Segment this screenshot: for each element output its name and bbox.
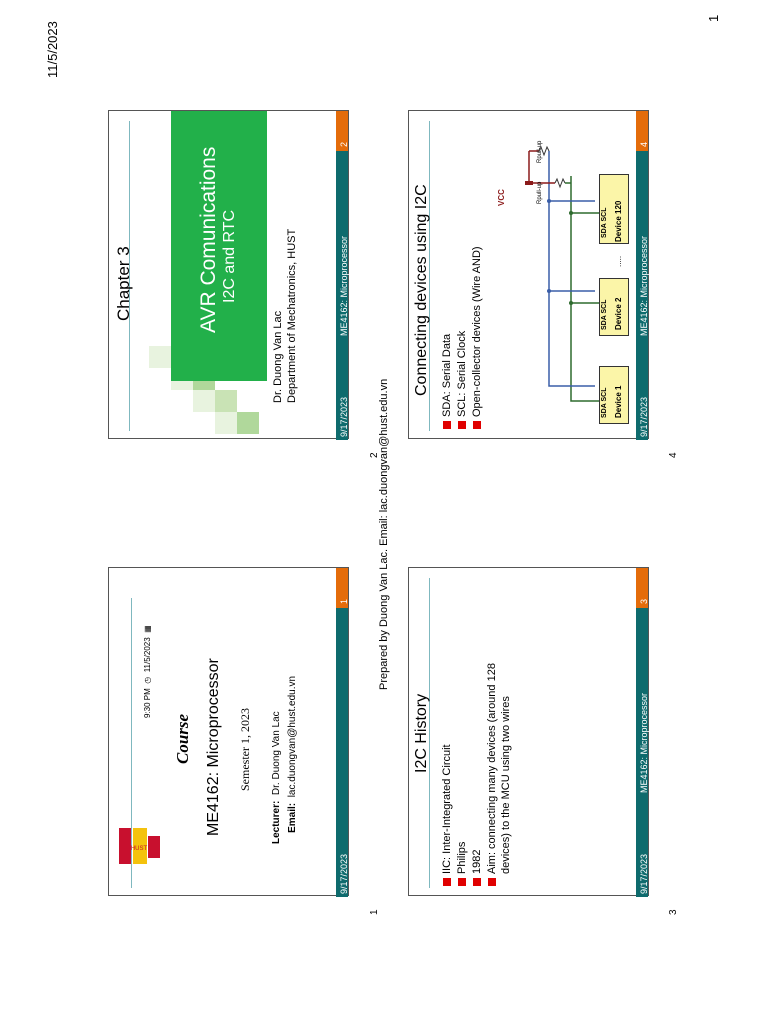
footer-course: ME4162: Microprocessor — [639, 235, 649, 336]
bullet-icon — [458, 421, 467, 429]
svg-text:HUST: HUST — [131, 846, 148, 852]
footer-number: 4 — [639, 141, 649, 147]
course-label: Course — [173, 713, 192, 764]
bullet-item: 1982 — [471, 850, 483, 886]
slide-3: I2C History IIC: Inter-Integrated Circui… — [408, 567, 649, 897]
semester: Semester 1, 2023 — [238, 708, 252, 791]
bullet-icon — [443, 878, 452, 886]
rpullup-label-2: Rpull-up — [537, 181, 543, 204]
bullet-item: SDA: Serial Data — [441, 334, 453, 429]
slide-rule — [429, 121, 430, 431]
bullet-icon — [473, 878, 482, 886]
device-box — [599, 174, 629, 244]
bullet-item: IIC: Inter-Integrated Circuit — [441, 744, 453, 886]
slide-rule — [129, 121, 130, 431]
footer-date: 9/17/2023 — [639, 853, 649, 894]
slide-heading: Connecting devices using I2C — [413, 184, 430, 396]
time-text: 9:30 PM — [143, 688, 152, 718]
i2c-bus-diagram — [525, 145, 609, 402]
footer-course: ME4162: Microprocessor — [639, 692, 649, 793]
decor-square — [237, 412, 259, 434]
author: Dr. Duong Van Lac — [272, 310, 284, 403]
university-logo: HUST — [117, 826, 163, 866]
timestamp: 9:30 PM ◷ 11/5/2023 ▦ — [143, 625, 152, 718]
slide-footer-accent — [336, 568, 348, 608]
decor-square — [215, 390, 237, 412]
date-stamp-text: 11/5/2023 — [143, 637, 152, 673]
slide-footer-bar — [336, 151, 348, 440]
slide-rule — [131, 598, 132, 888]
device-box — [599, 366, 629, 424]
bullet-continuation: devices) to the MCU using two wires — [500, 696, 512, 874]
decor-square — [193, 390, 215, 412]
device-pins: SDA SCL — [601, 299, 608, 330]
decor-square — [215, 412, 237, 434]
title-main: AVR Comunications — [197, 146, 220, 333]
slide-heading: I2C History — [413, 693, 430, 773]
bullet-icon — [488, 878, 497, 886]
title-banner — [171, 111, 267, 381]
course-title: ME4162: Microprocessor — [205, 658, 222, 836]
lecturer-line: Lecturer: Dr. Duong Van Lac — [271, 711, 282, 844]
outside-number-1: 1 — [369, 909, 380, 915]
chapter-title: Chapter 3 — [114, 246, 133, 321]
scl-wire — [548, 151, 595, 387]
calendar-icon: ▦ — [143, 625, 152, 636]
slide-footer-accent — [636, 568, 648, 608]
footer-number: 3 — [639, 598, 649, 604]
vcc-label: VCC — [497, 189, 506, 206]
slide-footer-accent — [336, 111, 348, 151]
outside-number-3: 3 — [668, 909, 679, 915]
device-pins: SDA SCL — [601, 207, 608, 238]
bullet-icon — [443, 421, 452, 429]
bullet-item: Open-collector devices (Wire AND) — [471, 246, 483, 429]
slide-1: HUST 9:30 PM ◷ 11/5/2023 ▦ Course ME4162… — [108, 567, 349, 897]
device-ellipsis: ..... — [614, 255, 623, 267]
rpullup-label-1: Rpull-up — [537, 140, 543, 163]
device-pins: SDA SCL — [601, 387, 608, 418]
lecturer-label: Lecturer: — [271, 800, 282, 844]
bullet-icon — [458, 878, 467, 886]
bullet-item: SCL: Serial Clock — [456, 331, 468, 429]
outside-number-2: 2 — [369, 452, 380, 458]
footer-number: 1 — [339, 598, 349, 604]
email-value: lac.duongvan@hust.edu.vn — [287, 675, 298, 798]
device-name: Device 1 — [614, 385, 623, 418]
clock-icon: ◷ — [143, 674, 152, 686]
outside-number-4: 4 — [668, 452, 679, 458]
footer-date: 9/17/2023 — [639, 396, 649, 437]
slide-footer-bar — [336, 608, 348, 897]
department: Department of Mechatronics, HUST — [286, 228, 298, 403]
bullet-item: Philips — [456, 842, 468, 886]
footer-date: 9/17/2023 — [339, 396, 349, 437]
footer-number: 2 — [339, 141, 349, 147]
title-sub: I2C and RTC — [221, 209, 238, 303]
slide-footer-bar — [636, 608, 648, 897]
email-label: Email: — [287, 802, 298, 833]
footer-date: 9/17/2023 — [339, 853, 349, 894]
device-name: Device 2 — [614, 297, 623, 330]
decor-square — [149, 346, 171, 368]
slide-2: Chapter 3 AVR Comunications I2C and RTC … — [108, 110, 349, 440]
footer-course: ME4162: Microprocessor — [339, 235, 349, 336]
bullet-item: Aim: connecting many devices (around 128 — [486, 663, 498, 886]
page-number: 1 — [706, 14, 721, 22]
sda-wire — [570, 176, 609, 402]
page-date: 11/5/2023 — [45, 21, 60, 78]
footer-credit: Prepared by Duong Van Lac. Email: lac.du… — [378, 378, 390, 690]
slide-footer-bar — [636, 151, 648, 440]
email-line: Email: lac.duongvan@hust.edu.vn — [287, 676, 298, 844]
device-name: Device 120 — [614, 200, 623, 242]
slide-4: Connecting devices using I2C SDA: Serial… — [408, 110, 649, 440]
device-box — [599, 278, 629, 336]
slide-rule — [429, 578, 430, 888]
slide-footer-accent — [636, 111, 648, 151]
bullet-icon — [473, 421, 482, 429]
lecturer-name: Dr. Duong Van Lac — [271, 711, 282, 796]
